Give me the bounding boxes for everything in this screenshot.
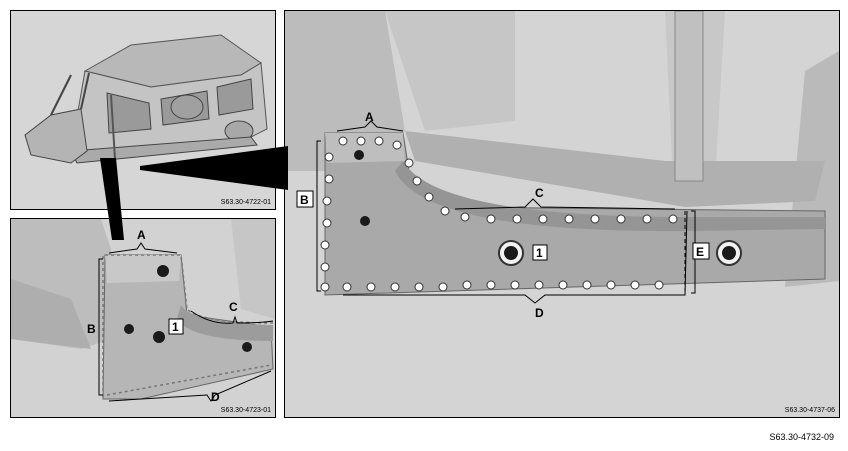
main-label-1-box <box>532 244 548 261</box>
main-label-1: 1 <box>536 246 543 260</box>
detail-illustration: A B C D 1 <box>11 219 275 404</box>
detail-label-a: A <box>137 228 146 242</box>
main-label-c: C <box>535 186 544 200</box>
overview-panel: S63.30-4722-01 <box>10 10 276 210</box>
main-label-e-box <box>692 242 710 260</box>
figure-ref: S63.30-4732-09 <box>769 432 834 442</box>
detail-label-c: C <box>229 300 238 314</box>
detail-ref: S63.30-4723-01 <box>220 407 271 414</box>
detail-label-b: B <box>87 322 96 336</box>
detail-label-1-box <box>168 318 184 335</box>
overview-ref: S63.30-4722-01 <box>220 199 271 206</box>
main-panel: A B C D E 1 S63.30-4737-06 <box>284 10 840 418</box>
detail-panel: A B C D 1 S63.30-4723-01 <box>10 218 276 418</box>
main-ref: S63.30-4737-06 <box>784 407 835 414</box>
van-body-illustration <box>24 34 268 164</box>
main-label-b-box <box>296 190 314 208</box>
detail-label-1: 1 <box>172 320 179 334</box>
main-label-a: A <box>365 110 374 124</box>
main-label-b: B <box>300 193 309 207</box>
detail-label-d: D <box>211 390 220 404</box>
main-illustration: A B C D E 1 <box>285 11 839 320</box>
main-label-d: D <box>535 306 544 320</box>
main-label-e: E <box>696 245 704 259</box>
